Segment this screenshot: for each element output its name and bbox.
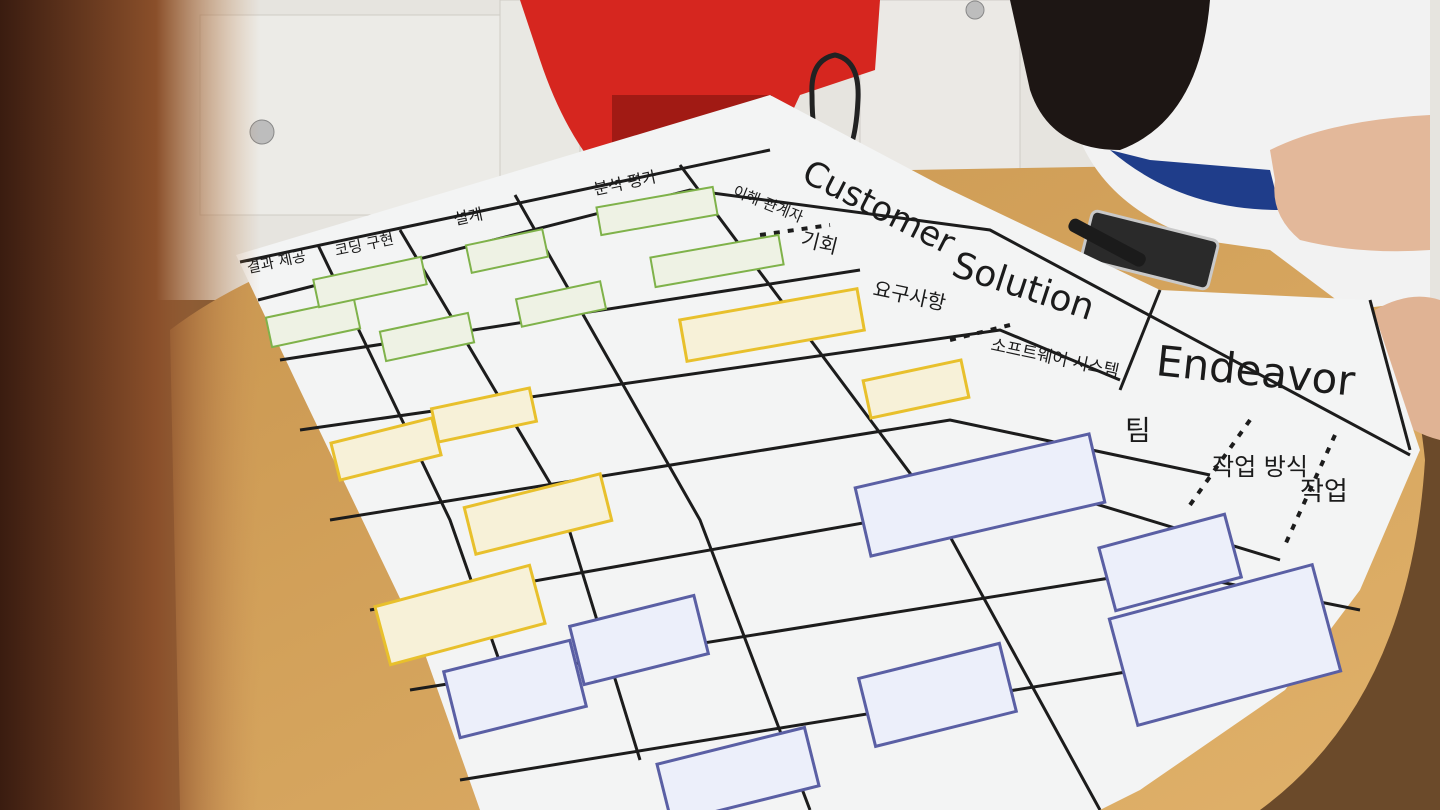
card <box>853 432 1107 558</box>
foreground-blur <box>0 0 260 810</box>
card <box>441 638 589 740</box>
card <box>312 255 428 309</box>
card <box>1107 562 1343 728</box>
card <box>1097 512 1244 613</box>
person-red-jacket <box>520 0 880 165</box>
header-col11: 작업 <box>1300 477 1348 507</box>
shirt-print <box>1110 150 1280 210</box>
blue-cards <box>441 432 1343 810</box>
header-col9: 팀 <box>1125 414 1151 447</box>
card <box>514 280 608 328</box>
person-hair <box>1010 0 1210 150</box>
card <box>856 641 1019 749</box>
card <box>462 471 614 557</box>
card <box>655 725 821 810</box>
marker-pen <box>1068 218 1146 267</box>
card <box>373 563 547 667</box>
person-hand <box>1270 115 1430 252</box>
yellow-cards <box>329 286 971 667</box>
header-col10: 작업 방식 <box>1212 453 1308 481</box>
card <box>429 386 539 444</box>
card <box>378 311 476 363</box>
card <box>649 233 785 289</box>
green-cards <box>264 185 785 363</box>
lock-knob <box>965 0 985 20</box>
card <box>567 593 711 687</box>
card <box>861 358 971 420</box>
cabinet-panel <box>859 0 1021 176</box>
dashed-dividers <box>759 223 1337 546</box>
card <box>677 286 867 364</box>
card <box>464 228 550 274</box>
card <box>595 185 719 237</box>
card <box>264 297 362 349</box>
